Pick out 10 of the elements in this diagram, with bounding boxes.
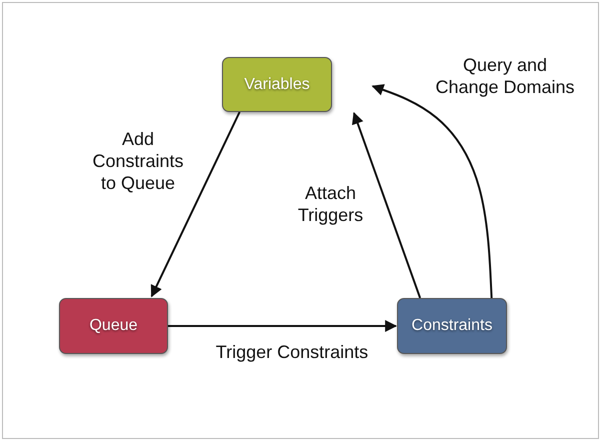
node-label: Variables <box>244 76 310 94</box>
arrow <box>352 112 422 298</box>
arrow <box>372 84 493 298</box>
process-box <box>397 298 507 354</box>
node-label: Constraints <box>412 317 492 335</box>
arrow <box>168 320 398 332</box>
process-box <box>59 298 168 354</box>
node-label: Queue <box>89 317 138 335</box>
arrow <box>150 112 240 298</box>
process-box <box>222 57 332 112</box>
